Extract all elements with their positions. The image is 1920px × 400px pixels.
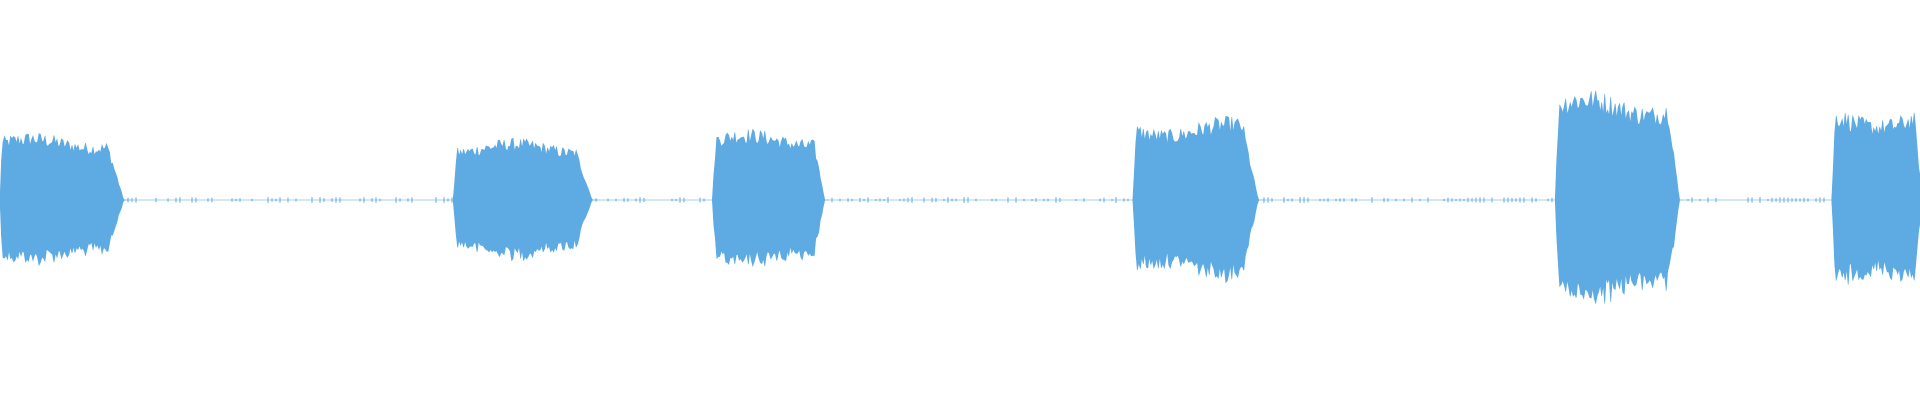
waveform-segment	[0, 133, 131, 267]
waveform-segment	[1554, 90, 1683, 305]
waveform-segment	[452, 137, 599, 262]
waveform-segment	[711, 128, 830, 268]
waveform-segment	[1132, 115, 1265, 284]
waveform-segment	[1831, 112, 1920, 285]
waveform-segments	[0, 90, 1920, 305]
